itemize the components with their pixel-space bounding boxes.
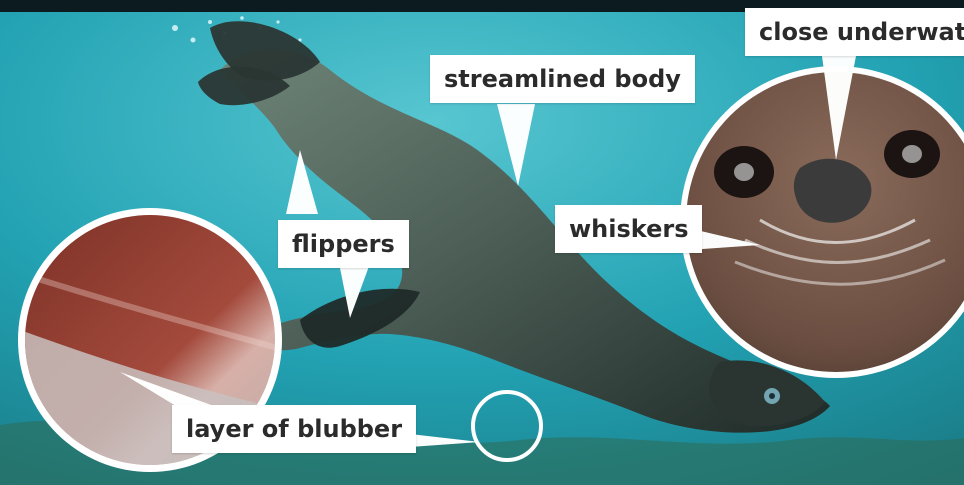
label-whiskers: whiskers [555, 205, 702, 253]
label-flippers: flippers [278, 220, 409, 268]
label-layer-of-blubber: layer of blubber [172, 405, 416, 453]
label-close-underwater: close underwater [745, 8, 964, 56]
label-streamlined-body: streamlined body [430, 55, 695, 103]
